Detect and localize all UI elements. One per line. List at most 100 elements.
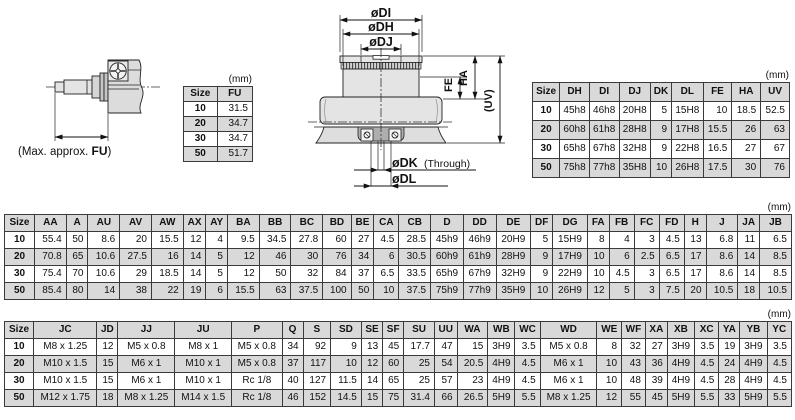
value-cell: 70.8 xyxy=(34,248,67,266)
value-cell: 6.5 xyxy=(759,231,792,249)
value-cell: 61h9 xyxy=(462,248,497,266)
value-cell: M5 x 0.8 xyxy=(117,338,176,356)
size-cell: 30 xyxy=(531,139,561,159)
value-cell: 4.5 xyxy=(514,355,541,373)
value-cell: 15H8 xyxy=(671,101,704,121)
caption-suffix: ) xyxy=(107,146,112,158)
value-cell: 65 xyxy=(382,372,405,390)
value-cell: 100 xyxy=(322,282,352,300)
value-cell: 3H9 xyxy=(666,338,696,356)
value-cell: 33.5 xyxy=(398,265,432,283)
col-header-df: DF xyxy=(530,214,554,232)
value-cell: 14 xyxy=(182,248,207,266)
value-cell: M6 x 1 xyxy=(539,372,598,390)
value-cell: M10 x 1.5 xyxy=(33,372,98,390)
value-cell: 37.5 xyxy=(290,282,324,300)
value-cell: 10 xyxy=(596,372,623,390)
value-cell: 30 xyxy=(290,248,324,266)
value-cell: 10 xyxy=(586,265,610,283)
col-header-wf: WF xyxy=(621,321,646,339)
value-cell: M10 x 1 xyxy=(174,355,233,373)
col-header-bd: BD xyxy=(322,214,352,232)
col-header-sd: SD xyxy=(330,321,362,339)
value-cell: 8.6 xyxy=(87,231,121,249)
col-header-be: BE xyxy=(350,214,375,232)
unit-label: (mm) xyxy=(765,70,789,81)
value-cell: 33 xyxy=(718,389,741,407)
value-cell: 34.7 xyxy=(216,131,254,147)
size-cell: 50 xyxy=(3,389,35,407)
col-header-ax: AX xyxy=(182,214,207,232)
value-cell: Rc 1/8 xyxy=(231,389,283,407)
value-cell: 12 xyxy=(96,338,119,356)
value-cell: 65h9 xyxy=(430,265,464,283)
value-cell: 5.5 xyxy=(693,389,720,407)
value-cell: 4H9 xyxy=(487,372,516,390)
col-header-ay: AY xyxy=(205,214,228,232)
col-header-size: Size xyxy=(3,321,35,339)
value-cell: 23 xyxy=(456,372,489,390)
col-header-ju: JU xyxy=(174,321,233,339)
value-cell: 26 xyxy=(731,120,762,140)
value-cell: 35H8 xyxy=(618,158,651,178)
value-cell: 27 xyxy=(731,139,762,159)
value-cell: 14 xyxy=(360,372,384,390)
value-cell: 5 xyxy=(530,231,554,249)
di-label: øDI xyxy=(371,6,391,20)
col-header-ja: JA xyxy=(737,214,761,232)
value-cell: 5 xyxy=(649,101,673,121)
value-cell: 77h8 xyxy=(588,158,620,178)
value-cell: 9 xyxy=(649,120,673,140)
value-cell: 76 xyxy=(760,158,790,178)
caption-fu: FU xyxy=(91,144,108,158)
size-cell: 30 xyxy=(3,372,35,390)
value-cell: 3.5 xyxy=(514,338,541,356)
pin-tip xyxy=(54,81,65,93)
value-cell: 5H9 xyxy=(487,389,516,407)
unit-label: (mm) xyxy=(767,202,791,213)
col-header-dh: DH xyxy=(559,82,590,102)
col-header-dl: DL xyxy=(671,82,704,102)
col-header-wa: WA xyxy=(456,321,489,339)
washer-2 xyxy=(103,72,109,102)
col-header-a: A xyxy=(65,214,89,232)
value-cell: 32H8 xyxy=(618,139,651,159)
col-header-ya: YA xyxy=(718,321,741,339)
value-cell: 27 xyxy=(350,231,375,249)
fe-label: FE xyxy=(443,78,455,92)
value-cell: 75 xyxy=(382,389,405,407)
seal-hatch-left xyxy=(364,132,370,138)
value-cell: 8.6 xyxy=(705,248,739,266)
value-cell: 31.4 xyxy=(403,389,435,407)
value-cell: 30.5 xyxy=(398,248,432,266)
value-cell: 5H9 xyxy=(666,389,696,407)
stroke-drawing-svg xyxy=(46,59,160,141)
value-cell: 6 xyxy=(205,282,228,300)
value-cell: 27 xyxy=(644,338,668,356)
value-cell: 34.5 xyxy=(258,231,292,249)
value-cell: M8 x 1.25 xyxy=(117,389,176,407)
size-cell: 10 xyxy=(4,231,35,249)
dk-through-note: (Through) xyxy=(424,158,470,170)
col-header-su: SU xyxy=(403,321,435,339)
value-cell: 14 xyxy=(87,282,121,300)
value-cell: 15.5 xyxy=(150,231,184,249)
section-drawing: øDI øDH øDJ FE HA (UV) xyxy=(300,0,515,196)
value-cell: Rc 1/8 xyxy=(231,372,283,390)
value-cell: 15 xyxy=(360,389,384,407)
value-cell: 46 xyxy=(258,248,292,266)
value-cell: 63 xyxy=(258,282,292,300)
size-cell: 20 xyxy=(4,248,35,266)
ha-label: HA xyxy=(458,70,470,86)
value-cell: 12 xyxy=(182,231,207,249)
col-header-jc: JC xyxy=(33,321,98,339)
value-cell: 37.5 xyxy=(398,282,432,300)
